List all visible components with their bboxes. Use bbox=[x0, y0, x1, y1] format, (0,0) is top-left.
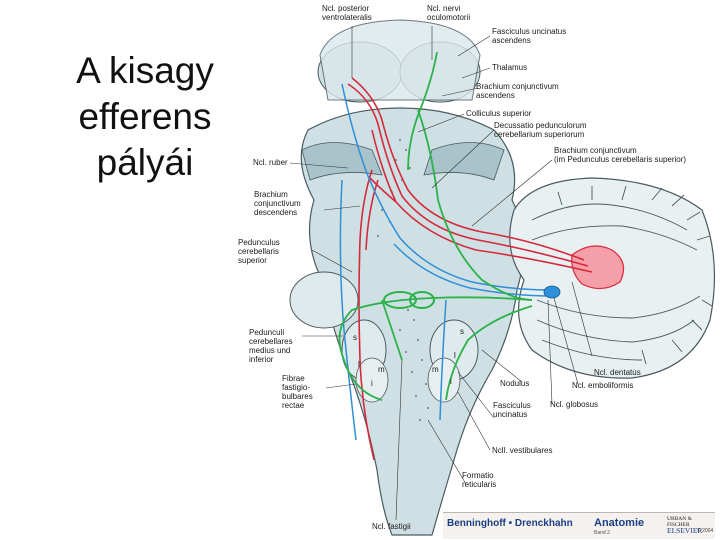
credit-copyright: © 2004 bbox=[697, 528, 713, 534]
label-pedunculi-cerebellares: Pedunculi cerebellares medius und inferi… bbox=[249, 328, 293, 364]
label-thalamus: Thalamus bbox=[492, 63, 527, 72]
label-colliculus-superior: Colliculus superior bbox=[466, 109, 531, 118]
nucleus-letter-s-left: s bbox=[353, 333, 357, 342]
dentate-nucleus bbox=[572, 246, 624, 289]
label-fasciculus-uncinatus-ascendens: Fasciculus uncinatus ascendens bbox=[492, 27, 566, 45]
publisher-credit-banner: Benninghoff • Drenckhahn Anatomie Band 2… bbox=[443, 512, 715, 539]
title-line-3: pályái bbox=[40, 140, 250, 186]
diencephalon-top bbox=[320, 20, 480, 100]
globosus-marker bbox=[544, 286, 560, 298]
nucleus-letter-l-right: l bbox=[454, 351, 456, 360]
label-brachium-conjunctivum-descendens: Brachium conjunctivum descendens bbox=[254, 190, 301, 217]
nucleus-letter-m-left: m bbox=[378, 365, 385, 374]
label-formatio-reticularis: Formatio reticularis bbox=[462, 471, 496, 489]
label-fasciculus-uncinatus: Fasciculus uncinatus bbox=[493, 401, 531, 419]
label-ncl-fastigii: Ncl. fastigii bbox=[372, 522, 411, 531]
label-brachium-conjunctivum-im: Brachium conjunctivum (im Pedunculus cer… bbox=[554, 146, 686, 164]
credit-brand: Benninghoff • Drenckhahn bbox=[447, 518, 573, 529]
label-ncl-ruber: Ncl. ruber bbox=[253, 158, 288, 167]
label-ncl-dentatus: Ncl. dentatus bbox=[594, 368, 641, 377]
nucleus-letter-i-right: i bbox=[450, 377, 452, 386]
label-decussatio: Decussatio pedunculorum cerebellarium su… bbox=[494, 121, 587, 139]
label-ncl-posterior: Ncl. posterior ventrolateralis bbox=[322, 4, 372, 22]
label-ncl-globosus: Ncl. globosus bbox=[550, 400, 598, 409]
label-ncl-emboliformis: Ncl. emboliformis bbox=[572, 381, 633, 390]
slide-title: A kisagy efferens pályái bbox=[40, 48, 250, 186]
credit-volume: Band 2 bbox=[594, 530, 610, 536]
label-pedunculus-cerebellaris-superior: Pedunculus cerebellaris superior bbox=[238, 238, 280, 265]
label-ncl-nervi-oculomotorii: Ncl. nervi oculomotorii bbox=[427, 4, 470, 22]
nucleus-letter-l-left: l bbox=[358, 360, 360, 369]
label-ncl-vestibulares: Ncll. vestibulares bbox=[492, 446, 552, 455]
label-brachium-conjunctivum-ascendens: Brachium conjunctivum ascendens bbox=[476, 82, 559, 100]
pedunculus-lobe bbox=[290, 272, 358, 328]
credit-series: Anatomie bbox=[594, 517, 644, 529]
title-line-1: A kisagy bbox=[40, 48, 250, 94]
nucleus-letter-m-right: m bbox=[432, 365, 439, 374]
label-fibrae-fastigiobulbares: Fibrae fastigio- bulbares rectae bbox=[282, 374, 313, 410]
label-nodulus: Nodulus bbox=[500, 379, 529, 388]
nucleus-letter-i-left: i bbox=[371, 379, 373, 388]
nucleus-letter-s-right: s bbox=[460, 327, 464, 336]
brainstem-illustration: s l m i s l m i bbox=[232, 0, 720, 540]
title-line-2: efferens bbox=[40, 94, 250, 140]
cerebellar-efferent-pathways-diagram: s l m i s l m i Ncl. posterior ventrolat… bbox=[232, 0, 720, 540]
